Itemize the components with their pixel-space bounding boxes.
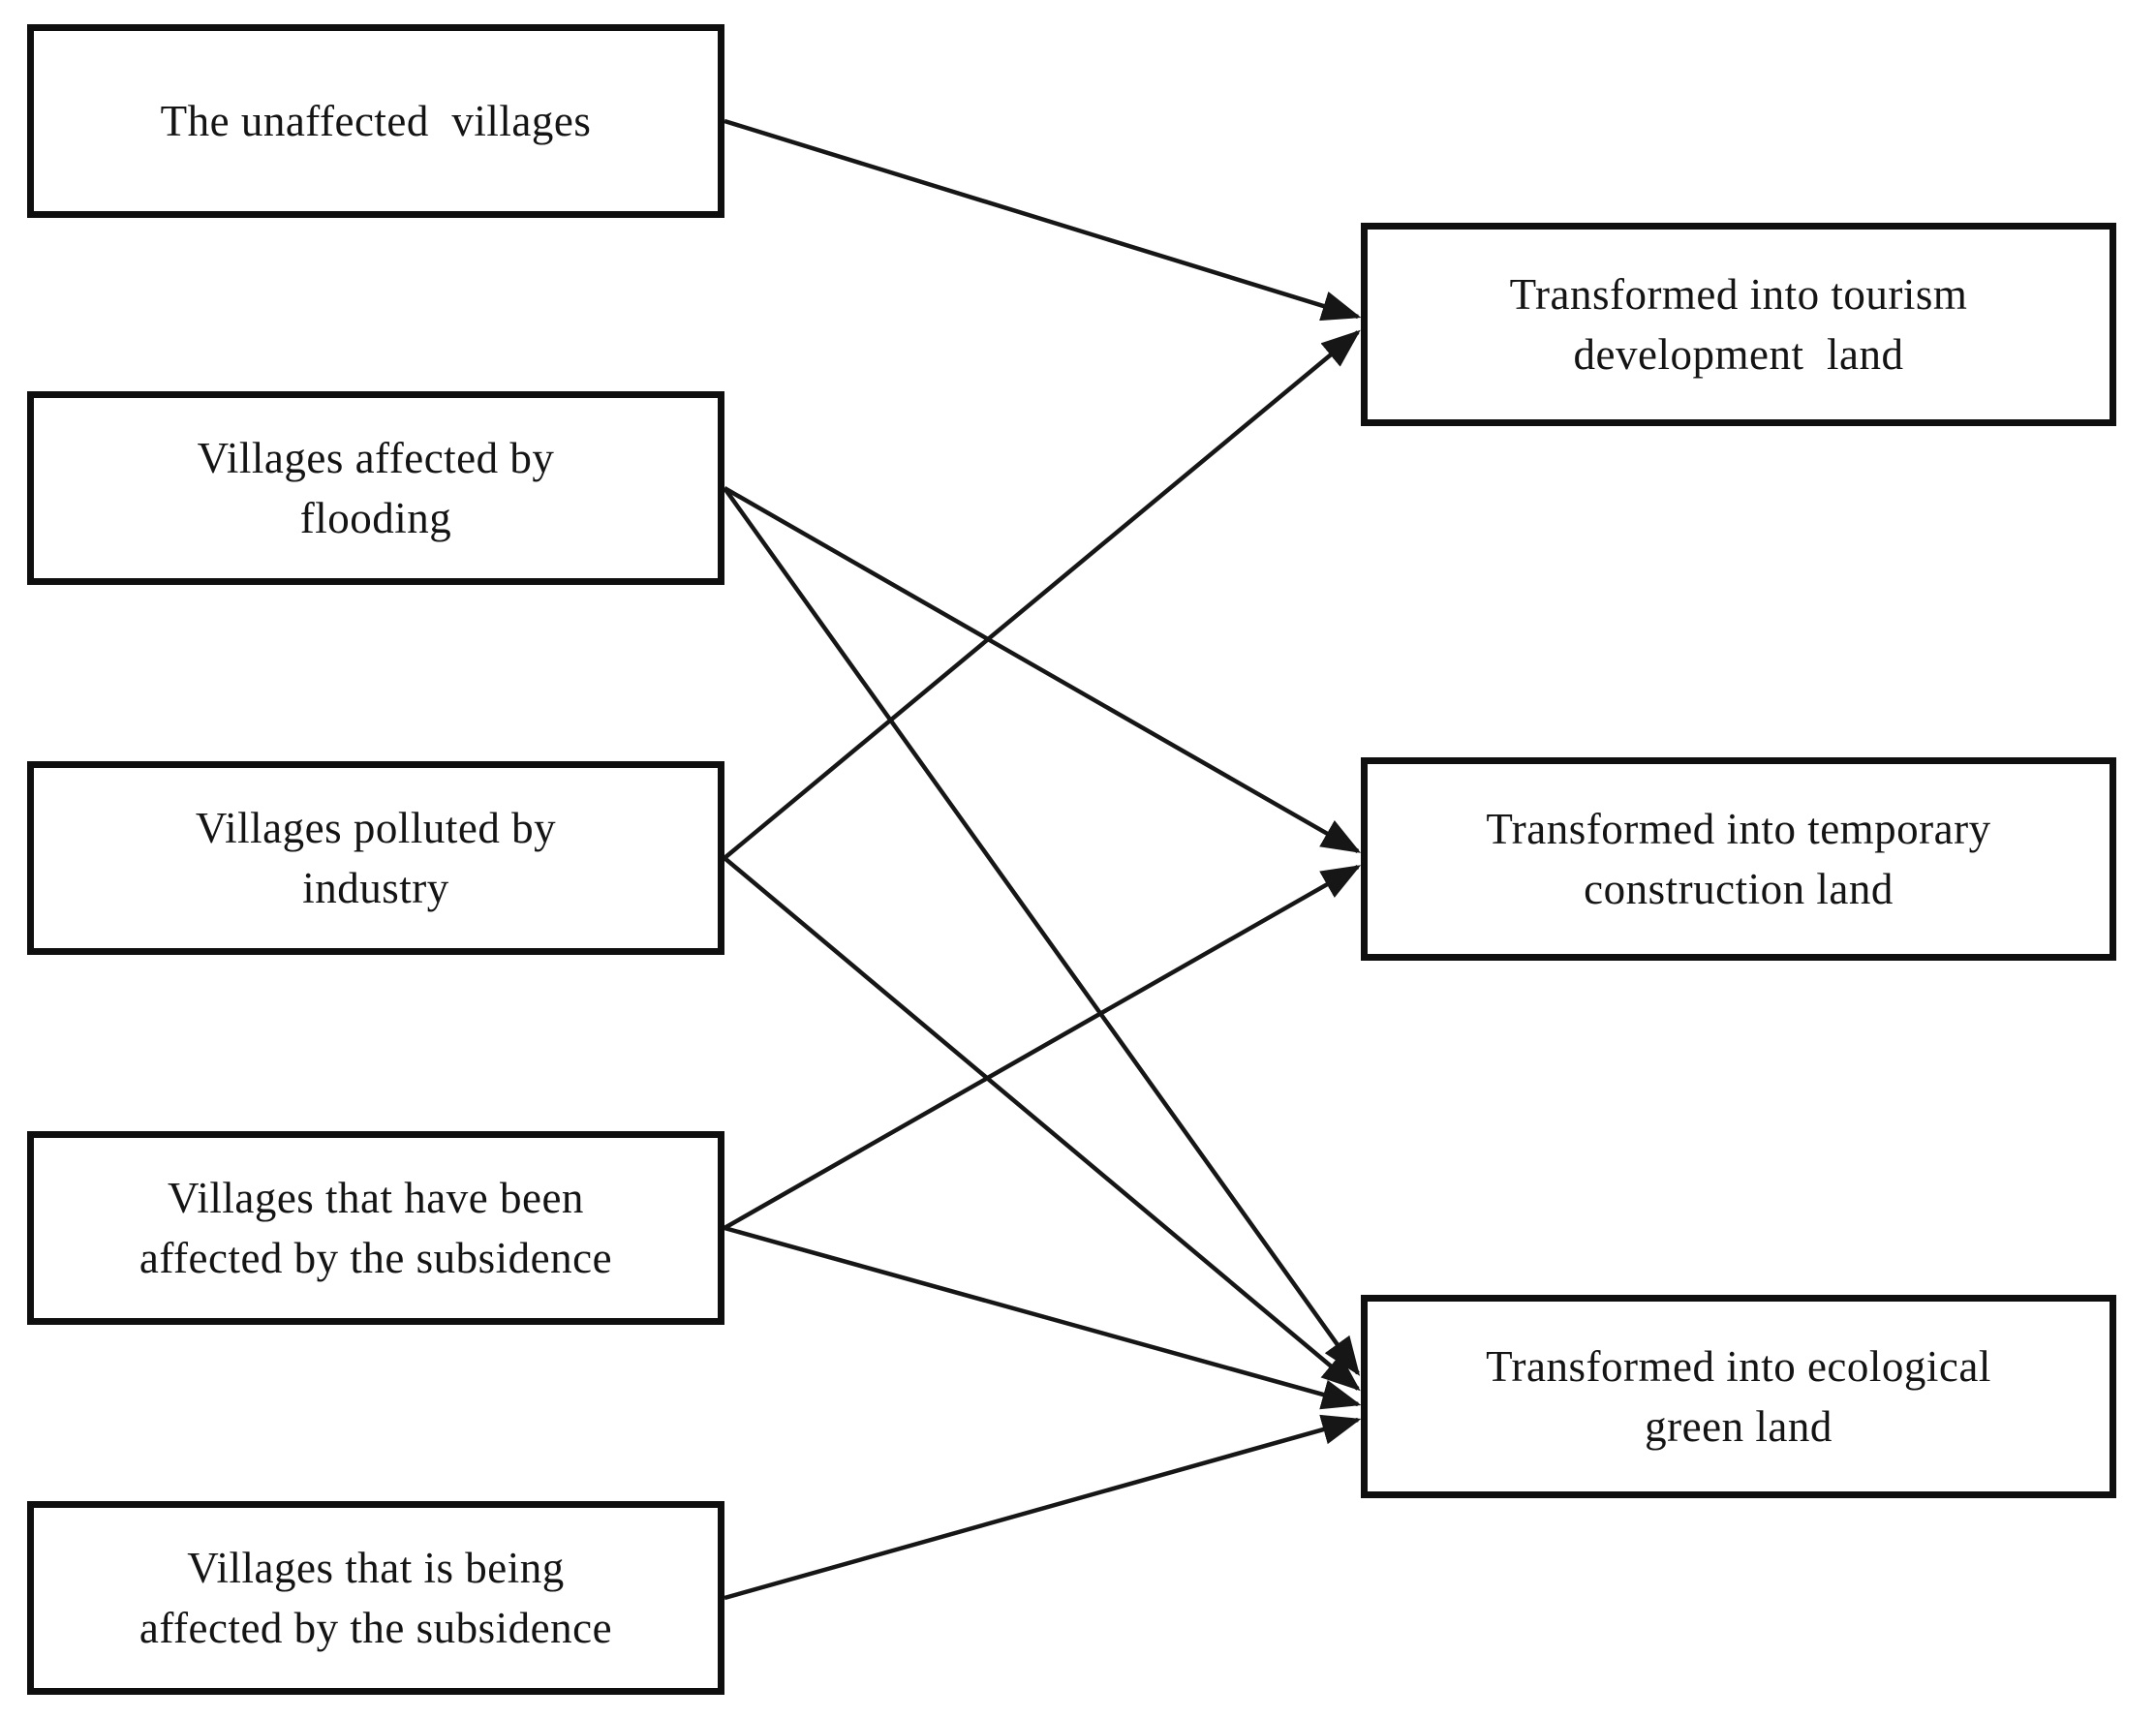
node-label: green land xyxy=(1645,1402,1833,1451)
node-label: Transformed into tourism xyxy=(1509,269,1968,319)
node-villages-industry: Villages polluted by industry xyxy=(27,761,724,955)
node-label: affected by the subsidence xyxy=(139,1234,613,1282)
node-tourism-land: Transformed into tourism development lan… xyxy=(1361,223,2116,426)
node-label: industry xyxy=(302,864,449,912)
edge-arrow-flooding-to-construction xyxy=(723,486,1362,853)
node-label: construction land xyxy=(1584,865,1894,913)
node-label: Transformed into ecological xyxy=(1486,1341,1991,1391)
node-label: Villages that have been xyxy=(168,1173,584,1222)
edge-arrow-flooding-to-green xyxy=(723,486,1361,1376)
edge-arrow-unaffected-to-tourism xyxy=(724,118,1362,322)
node-label: Villages that is being xyxy=(187,1543,565,1592)
node-label: development land xyxy=(1573,330,1904,379)
edge-arrow-industry-to-green xyxy=(723,856,1361,1392)
edge-arrow-subsided-to-green xyxy=(724,1225,1362,1410)
node-villages-flooding: Villages affected by flooding xyxy=(27,391,724,585)
node-unaffected-villages: The unaffected villages xyxy=(27,24,724,218)
node-label: flooding xyxy=(299,494,452,542)
node-construction-land: Transformed into temporary construction … xyxy=(1361,757,2116,961)
node-label: The unaffected villages xyxy=(160,96,592,145)
node-label: affected by the subsidence xyxy=(139,1604,613,1652)
edge-arrow-subsided-to-construction xyxy=(723,865,1362,1230)
edge-arrow-industry-to-tourism xyxy=(723,329,1361,860)
node-label: Villages polluted by xyxy=(195,803,557,852)
node-villages-subsided: Villages that have been affected by the … xyxy=(27,1131,724,1325)
node-label: Transformed into temporary xyxy=(1486,804,1991,853)
node-label: Villages affected by xyxy=(197,433,555,482)
edge-arrow-subsiding-to-green xyxy=(724,1414,1362,1601)
node-green-land: Transformed into ecological green land xyxy=(1361,1295,2116,1498)
node-villages-subsiding: Villages that is being affected by the s… xyxy=(27,1501,724,1695)
